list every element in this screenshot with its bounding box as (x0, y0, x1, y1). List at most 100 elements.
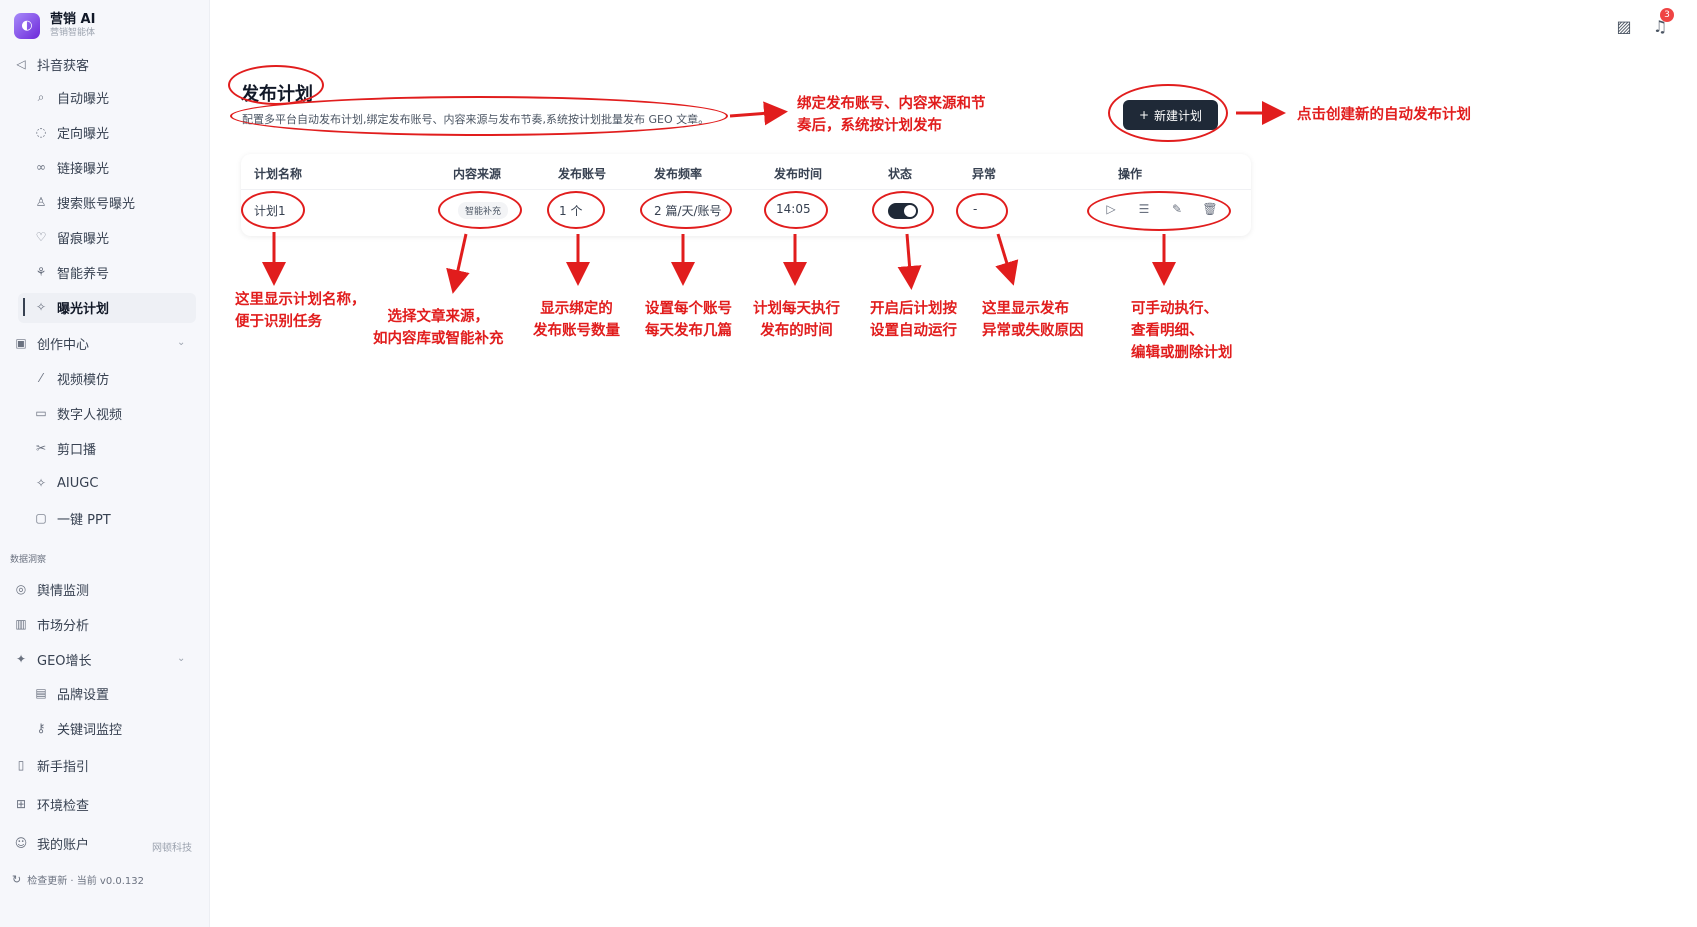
sidebar-item-label: 环境检查 (37, 798, 90, 814)
nav-creation-center[interactable]: ▣ 创作中心 (14, 332, 89, 354)
sidebar-item-label: 关键词监控 (57, 722, 123, 738)
sidebar-item-smart-nurture[interactable]: ⚘ 智能养号 (34, 261, 109, 283)
brand[interactable]: ◐ 营销 AI 营销智能体 (14, 12, 95, 39)
nav-douyin-label: 抖音获客 (37, 58, 90, 74)
user-icon: ♙ (35, 195, 47, 209)
sidebar-item-keyword-monitor[interactable]: ⚷ 关键词监控 (34, 717, 122, 739)
megaphone-icon: ◁ (16, 57, 26, 71)
scissors-icon: ✂ (35, 441, 47, 455)
company-tag: 网顿科技 (152, 843, 192, 854)
search-icon: ⌕ (37, 89, 45, 104)
sidebar-item-label: 链接曝光 (57, 161, 110, 177)
annotation-ring-desc (230, 96, 728, 136)
annotation-accounts: 显示绑定的 发布账号数量 (533, 301, 620, 339)
sidebar-item-trace-exposure[interactable]: ♡ 留痕曝光 (34, 226, 109, 248)
link-icon: ∞ (36, 160, 46, 174)
sidebar-item-beginner-guide[interactable]: ▯ 新手指引 (14, 754, 89, 776)
check-update[interactable]: ↻ 检查更新 · 当前 v0.0.132 (12, 872, 144, 887)
chip-icon: ⊞ (15, 797, 27, 811)
sidebar-item-cut-broadcast[interactable]: ✂ 剪口播 (34, 437, 96, 459)
sidebar-item-my-account[interactable]: ☺ 我的账户 (14, 832, 89, 854)
chevron-down-icon[interactable]: ⌄ (177, 337, 186, 348)
refresh-icon: ↻ (12, 873, 22, 886)
annotation-frequency: 设置每个账号 每天发布几篇 (645, 301, 732, 339)
sidebar-item-label: 自动曝光 (57, 91, 110, 107)
sidebar-item-label: 一键 PPT (57, 512, 111, 528)
active-item-background (18, 293, 196, 323)
arrow-desc (729, 101, 788, 126)
annotation-ring-name (241, 191, 305, 229)
arrow-source (446, 233, 470, 294)
sidebar-item-account-search-exposure[interactable]: ♙ 搜索账号曝光 (34, 191, 135, 213)
sidebar-item-label: 搜索账号曝光 (57, 196, 136, 212)
sidebar-item-market-analysis[interactable]: ▥ 市场分析 (14, 613, 89, 635)
sidebar-item-label: 定向曝光 (57, 126, 110, 142)
sidebar-item-link-exposure[interactable]: ∞ 链接曝光 (34, 156, 109, 178)
camera-icon: ▭ (35, 406, 47, 420)
annotation-ring-status (872, 191, 934, 229)
building-icon: ▤ (35, 686, 47, 700)
annotation-ring-frequency (640, 191, 732, 229)
annotation-error: 这里显示发布 异常或失败原因 (982, 301, 1084, 339)
column-header: 操作 (1118, 167, 1143, 181)
heart-icon: ♡ (35, 230, 47, 244)
sidebar-item-label: 我的账户 (37, 837, 90, 853)
chevron-down-icon[interactable]: ⌄ (177, 653, 186, 664)
book-icon: ▯ (17, 758, 25, 772)
annotation-name: 这里显示计划名称， 便于识别任务 (235, 292, 366, 330)
annotation-ring-button (1108, 84, 1228, 142)
annotation-status: 开启后计划按 设置自动运行 (870, 301, 957, 339)
sidebar-item-auto-exposure[interactable]: ⌕ 自动曝光 (34, 86, 109, 108)
annotation-ring-source (438, 191, 522, 229)
sidebar-item-label: 智能养号 (57, 266, 110, 282)
sidebar-item-env-check[interactable]: ⊞ 环境检查 (14, 793, 89, 815)
brand-subtitle: 营销智能体 (50, 28, 96, 38)
plan-table: 计划名称 内容来源 发布账号 发布频率 发布时间 状态 异常 操作 计划1 智能… (241, 154, 1251, 236)
annotation-ring-time (764, 191, 828, 229)
notification-badge: 3 (1660, 8, 1674, 22)
column-header: 异常 (972, 167, 997, 181)
sidebar-item-digital-human-video[interactable]: ▭ 数字人视频 (34, 402, 122, 424)
bar-chart-icon: ▥ (15, 617, 27, 631)
key-icon: ⚷ (36, 721, 46, 735)
sidebar-item-label: 市场分析 (37, 618, 90, 634)
annotation-actions: 可手动执行、 查看明细、 编辑或删除计划 (1131, 301, 1233, 361)
sidebar-item-one-click-ppt[interactable]: ▢ 一键 PPT (34, 507, 111, 529)
column-header: 计划名称 (254, 167, 303, 181)
sidebar: ◐ 营销 AI 营销智能体 ◁ 抖音获客 ⌕ 自动曝光 ◌ 定向曝光 ∞ 链接曝… (0, 0, 210, 927)
column-header: 发布账号 (558, 167, 607, 181)
sidebar-item-label: 舆情监测 (37, 583, 90, 599)
sparkle-icon: ✧ (35, 300, 47, 314)
column-header: 发布时间 (774, 167, 823, 181)
annotation-ring-actions (1087, 191, 1231, 231)
annotation-desc: 绑定发布账号、内容来源和节 奏后，系统按计划发布 (797, 96, 986, 134)
sidebar-item-video-imitation[interactable]: ⁄ 视频模仿 (34, 367, 109, 389)
sidebar-item-targeted-exposure[interactable]: ◌ 定向曝光 (34, 121, 109, 143)
annotation-ring-error (956, 193, 1008, 229)
sparkle-icon: ✦ (15, 652, 27, 666)
sidebar-item-label: 剪口播 (57, 442, 97, 458)
sidebar-item-brand-settings[interactable]: ▤ 品牌设置 (34, 682, 109, 704)
nav-douyin[interactable]: ◁ 抖音获客 (14, 53, 89, 75)
arrow-status (897, 233, 922, 290)
annotation-ring-accounts (547, 191, 605, 229)
sidebar-item-label: 留痕曝光 (57, 231, 110, 247)
sprout-icon: ⚘ (35, 265, 47, 279)
briefcase-icon: ▣ (15, 336, 27, 350)
sidebar-item-exposure-plan[interactable]: ✧ 曝光计划 (34, 296, 109, 318)
arrow-error (995, 233, 1019, 286)
column-header: 状态 (888, 167, 913, 181)
brand-title: 营销 AI (50, 12, 96, 27)
sidebar-item-aiugc[interactable]: ✧ AIUGC (34, 472, 98, 494)
nav-geo-growth[interactable]: ✦ GEO增长 (14, 648, 92, 670)
sidebar-item-sentiment-monitor[interactable]: ◎ 舆情监测 (14, 578, 89, 600)
gallery-icon[interactable]: ▨ (1616, 16, 1632, 36)
user-circle-icon: ☺ (14, 836, 28, 850)
divider (241, 189, 1251, 190)
sidebar-item-label: 曝光计划 (57, 301, 110, 317)
sidebar-item-label: 视频模仿 (57, 372, 110, 388)
radar-icon: ◎ (15, 582, 27, 596)
annotation-time: 计划每天执行 发布的时间 (753, 301, 840, 339)
